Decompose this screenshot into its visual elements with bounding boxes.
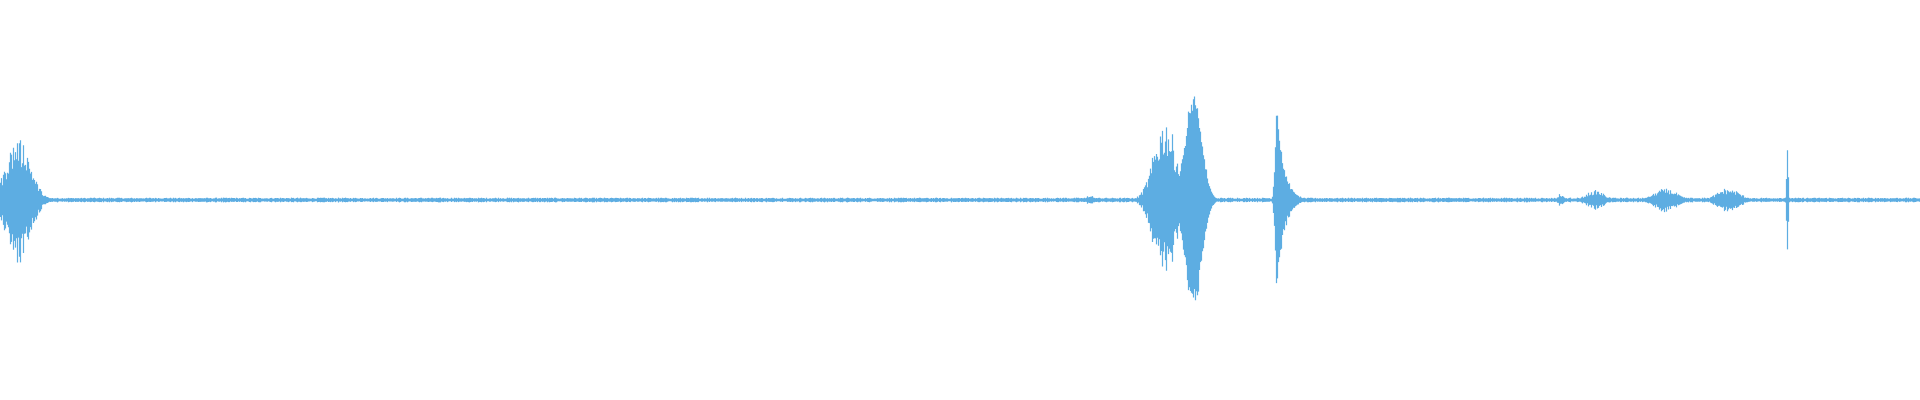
waveform-trace	[0, 96, 1920, 301]
waveform-burst-2	[1080, 194, 1100, 205]
waveform-burst-9	[1698, 188, 1758, 213]
waveform-burst-7	[1571, 190, 1619, 210]
waveform-burst-4	[1169, 88, 1217, 312]
waveform-burst-10	[1783, 150, 1791, 251]
waveform-samples	[0, 88, 1920, 312]
waveform-burst-8	[1635, 188, 1695, 213]
waveform-burst-6	[1552, 193, 1568, 206]
waveform-burst-1	[0, 133, 50, 267]
waveform-burst-5	[1258, 94, 1302, 307]
